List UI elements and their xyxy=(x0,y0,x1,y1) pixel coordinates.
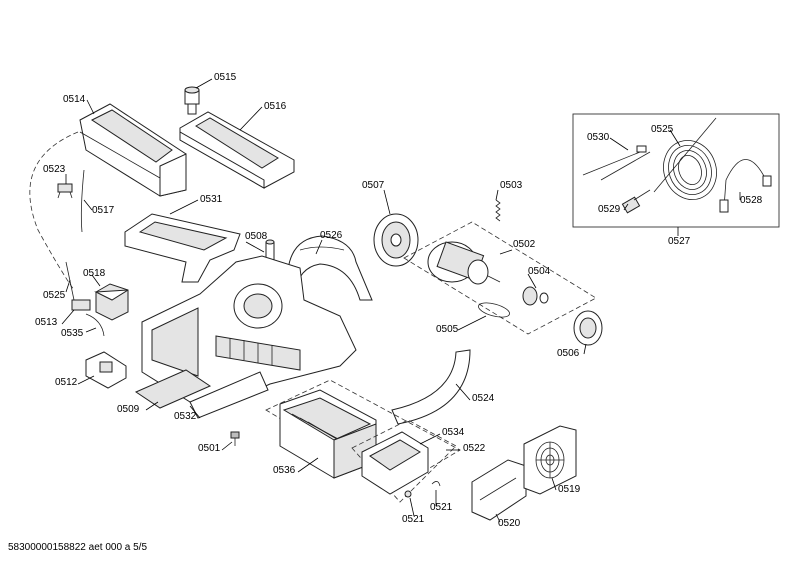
label-0521-b: 0521 xyxy=(430,502,453,513)
drain-hose-coil xyxy=(653,117,717,200)
cover-plate xyxy=(134,369,212,409)
label-0525-left: 0525 xyxy=(43,290,66,301)
label-0514: 0514 xyxy=(63,94,86,105)
label-0524: 0524 xyxy=(472,393,495,404)
plug xyxy=(184,86,200,115)
hose-holder-bracket xyxy=(719,159,772,213)
label-0513: 0513 xyxy=(35,317,58,328)
connector-0513 xyxy=(71,299,91,311)
label-0522: 0522 xyxy=(463,443,486,454)
label-0527: 0527 xyxy=(668,236,691,247)
label-0504: 0504 xyxy=(528,266,551,277)
label-0506: 0506 xyxy=(557,348,580,359)
fan-cover-grille xyxy=(523,425,577,495)
label-0532: 0532 xyxy=(174,411,197,422)
document-id: 58300000158822 aet 000 a 5/5 xyxy=(8,542,148,553)
water-container xyxy=(179,111,295,189)
hose-fitting xyxy=(621,189,651,214)
leader-lines xyxy=(61,78,741,523)
label-0509: 0509 xyxy=(117,404,140,415)
mounting-bracket xyxy=(85,351,127,389)
label-0515: 0515 xyxy=(214,72,237,83)
label-0501: 0501 xyxy=(198,443,221,454)
label-0530: 0530 xyxy=(587,132,610,143)
small-hose xyxy=(80,169,85,233)
fluff-filter xyxy=(361,431,429,495)
label-0523: 0523 xyxy=(43,164,66,175)
label-0516: 0516 xyxy=(264,101,287,112)
label-0536: 0536 xyxy=(273,465,296,476)
motor xyxy=(427,241,501,285)
condenser-cover xyxy=(79,103,187,197)
accessory-kit-frame xyxy=(572,113,780,228)
screw xyxy=(230,431,240,446)
fan-wheel xyxy=(373,213,419,267)
label-0531: 0531 xyxy=(200,194,223,205)
drum-bearing xyxy=(573,310,603,346)
seal-strip xyxy=(391,349,471,425)
label-0512: 0512 xyxy=(55,377,78,388)
spring xyxy=(495,199,501,222)
access-door xyxy=(471,459,527,521)
air-duct xyxy=(124,213,241,283)
pin xyxy=(265,239,275,273)
label-0528: 0528 xyxy=(740,195,763,206)
dashed-cable xyxy=(29,131,79,291)
condenser xyxy=(279,389,377,479)
cable-ties xyxy=(582,145,651,181)
filter-clip-a xyxy=(404,490,412,498)
label-0519: 0519 xyxy=(558,484,581,495)
label-0521-a: 0521 xyxy=(402,514,425,525)
label-0520: 0520 xyxy=(498,518,521,529)
label-0534: 0534 xyxy=(442,427,465,438)
drive-belt xyxy=(478,302,510,318)
pulley xyxy=(522,286,549,306)
label-0518: 0518 xyxy=(83,268,106,279)
label-0526: 0526 xyxy=(320,230,343,241)
motor-group-frame xyxy=(403,221,597,335)
bearing-shell xyxy=(285,235,373,301)
label-0517: 0517 xyxy=(92,205,115,216)
clip-sensor xyxy=(57,183,73,199)
hose-piece-0535 xyxy=(85,313,105,337)
electronic-module xyxy=(94,283,129,321)
label-0503: 0503 xyxy=(500,180,523,191)
label-0502: 0502 xyxy=(513,239,536,250)
label-0505: 0505 xyxy=(436,324,459,335)
label-0508: 0508 xyxy=(245,231,268,242)
label-0507: 0507 xyxy=(362,180,385,191)
label-0529: 0529 xyxy=(598,204,621,215)
filter-clip-b xyxy=(431,481,441,487)
label-0525-kit: 0525 xyxy=(651,124,674,135)
label-0535: 0535 xyxy=(61,328,84,339)
